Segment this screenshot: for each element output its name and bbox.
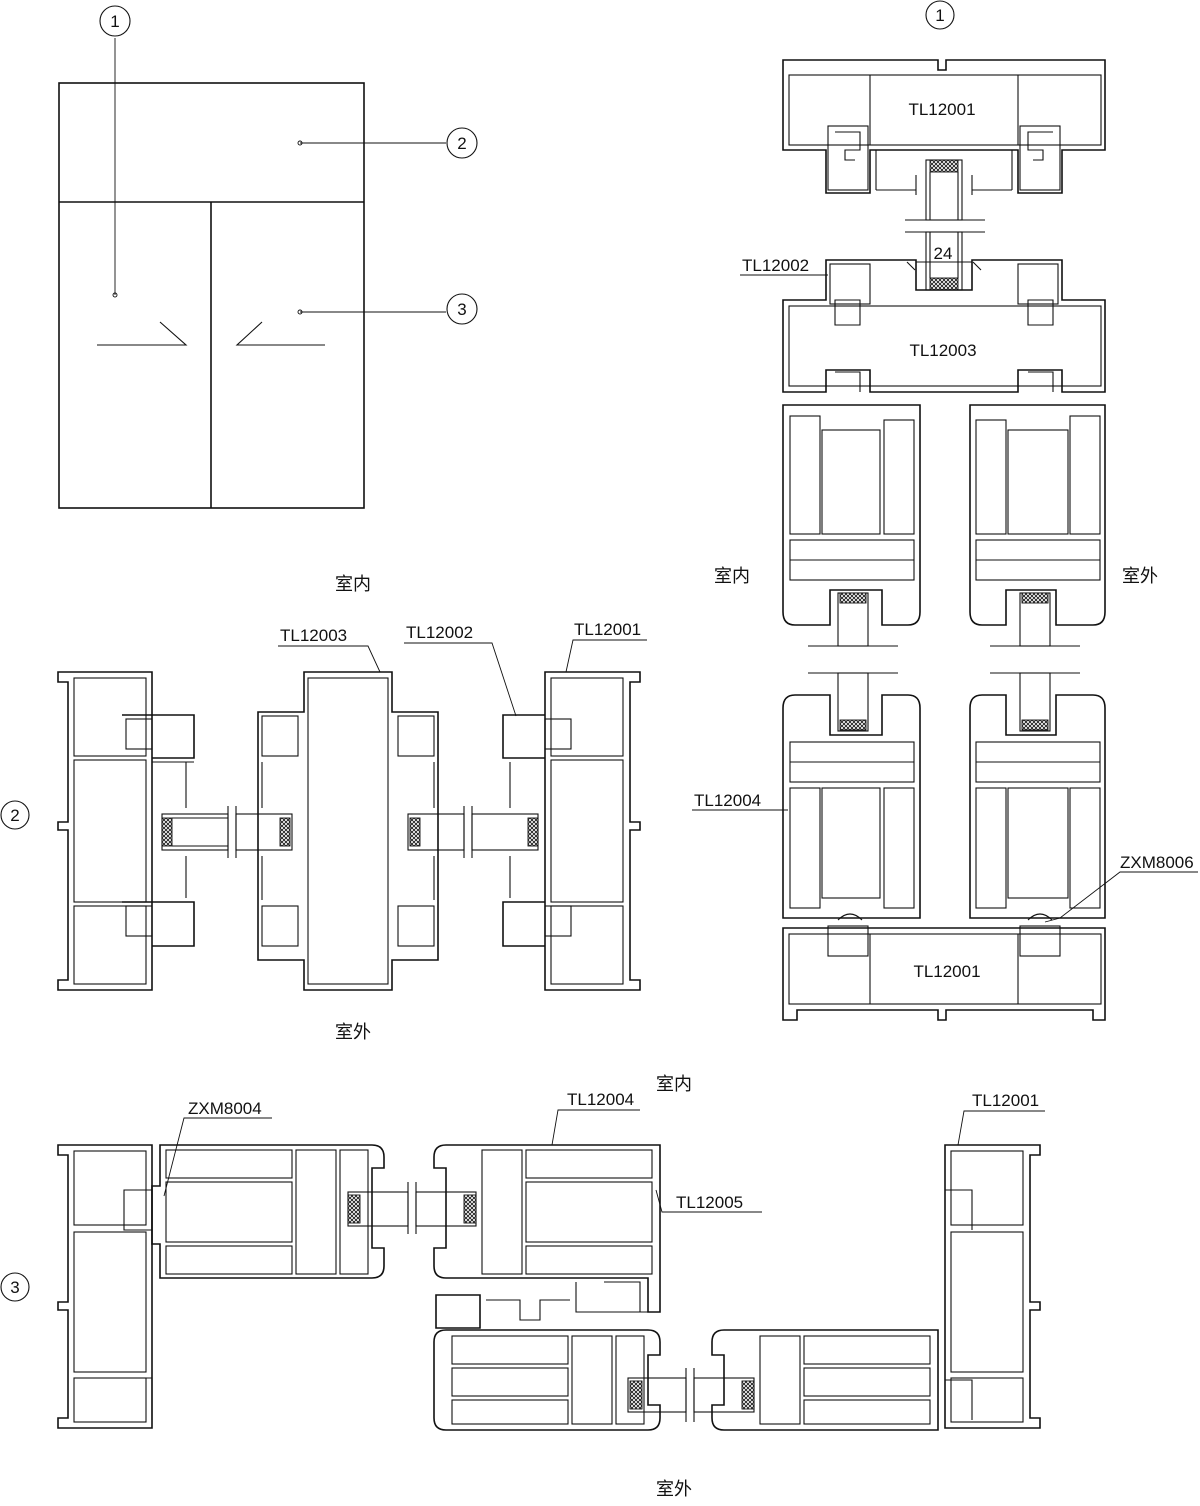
label-zxm8006: ZXM8006 xyxy=(1120,853,1194,872)
leader-zxm8006 xyxy=(1044,871,1198,923)
label-indoor-section3: 室内 xyxy=(656,1074,692,1095)
label-tl12004-section3: TL12004 xyxy=(567,1090,634,1109)
marker-label: 1 xyxy=(935,6,944,25)
marker-3-elevation: 3 xyxy=(446,293,478,325)
leader-zxm8004 xyxy=(163,1117,272,1197)
section-1-vertical xyxy=(782,59,1106,1021)
leader-tl12001-section3 xyxy=(957,1110,1045,1146)
label-indoor-section1: 室内 xyxy=(714,566,750,587)
label-outdoor-section1: 室外 xyxy=(1122,566,1158,587)
marker-label: 2 xyxy=(10,806,19,825)
marker-1-elevation: 1 xyxy=(99,5,131,37)
label-outdoor-section3: 室外 xyxy=(656,1479,692,1500)
leader-tl12003-section2 xyxy=(278,645,381,673)
leader-tl12005 xyxy=(655,1189,762,1213)
label-tl12002-section1: TL12002 xyxy=(742,256,809,275)
marker-3-section: 3 xyxy=(0,1272,30,1302)
section-2-horizontal xyxy=(57,671,641,991)
label-tl12001-section2: TL12001 xyxy=(574,620,641,639)
marker-2-elevation: 2 xyxy=(446,127,478,159)
label-tl12001-section3: TL12001 xyxy=(972,1091,1039,1110)
label-indoor-section2: 室内 xyxy=(335,574,371,595)
leader-tl12001-section2 xyxy=(565,639,647,673)
marker-label: 3 xyxy=(457,300,466,319)
marker-2-section: 2 xyxy=(0,800,30,830)
label-outdoor-section2: 室外 xyxy=(335,1022,371,1043)
label-tl12001-top: TL12001 xyxy=(908,100,975,119)
label-tl12001-bottom: TL12001 xyxy=(913,962,980,981)
leader-tl12004-section3 xyxy=(551,1109,640,1146)
label-tl12004-section1: TL12004 xyxy=(694,791,761,810)
marker-label: 3 xyxy=(10,1278,19,1297)
label-tl12003-section1: TL12003 xyxy=(909,341,976,360)
marker-label: 1 xyxy=(110,12,119,31)
section-3-horizontal xyxy=(57,1144,1041,1431)
label-tl12002-section2: TL12002 xyxy=(406,623,473,642)
leader-tl12002-section2 xyxy=(404,642,517,717)
label-tl12003-section2: TL12003 xyxy=(280,626,347,645)
window-elevation xyxy=(58,38,446,509)
marker-1-section: 1 xyxy=(925,0,955,30)
label-tl12005: TL12005 xyxy=(676,1193,743,1212)
label-glass-gap: 24 xyxy=(934,244,953,263)
label-zxm8004: ZXM8004 xyxy=(188,1099,262,1118)
marker-label: 2 xyxy=(457,134,466,153)
